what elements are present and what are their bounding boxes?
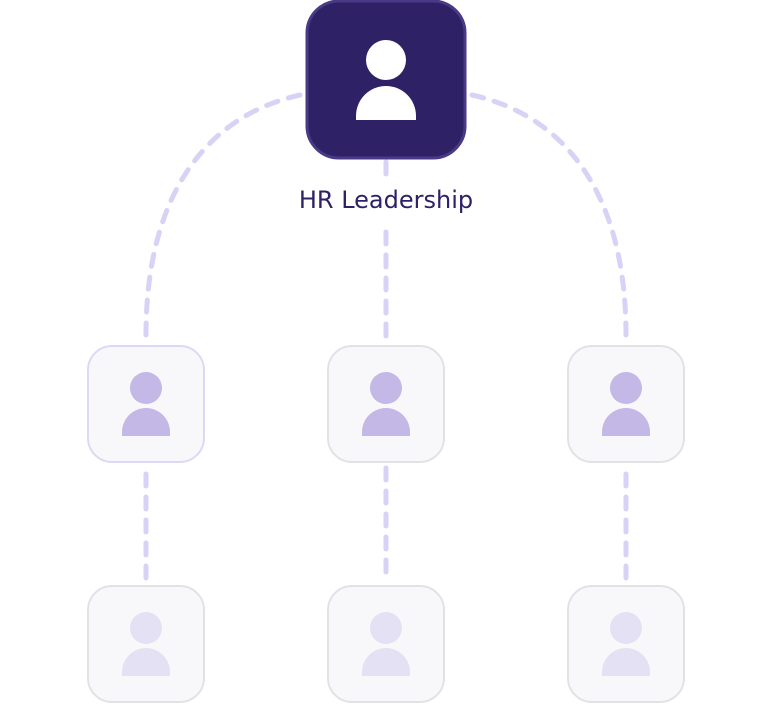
team-node-2-3[interactable]	[567, 585, 685, 703]
team-node-1-3[interactable]	[567, 345, 685, 463]
person-icon	[602, 372, 650, 436]
person-icon	[362, 612, 410, 676]
root-node[interactable]	[305, 0, 467, 160]
person-icon	[122, 372, 170, 436]
connector-root-right	[469, 92, 629, 338]
person-icon	[602, 612, 650, 676]
root-node-label: HR Leadership	[298, 186, 474, 214]
connector-root-left	[143, 92, 303, 338]
team-node-2-1[interactable]	[87, 585, 205, 703]
person-icon	[356, 40, 416, 120]
team-node-1-1[interactable]	[87, 345, 205, 463]
person-icon	[362, 372, 410, 436]
team-node-1-2[interactable]	[327, 345, 445, 463]
person-icon	[122, 612, 170, 676]
team-node-2-2[interactable]	[327, 585, 445, 703]
